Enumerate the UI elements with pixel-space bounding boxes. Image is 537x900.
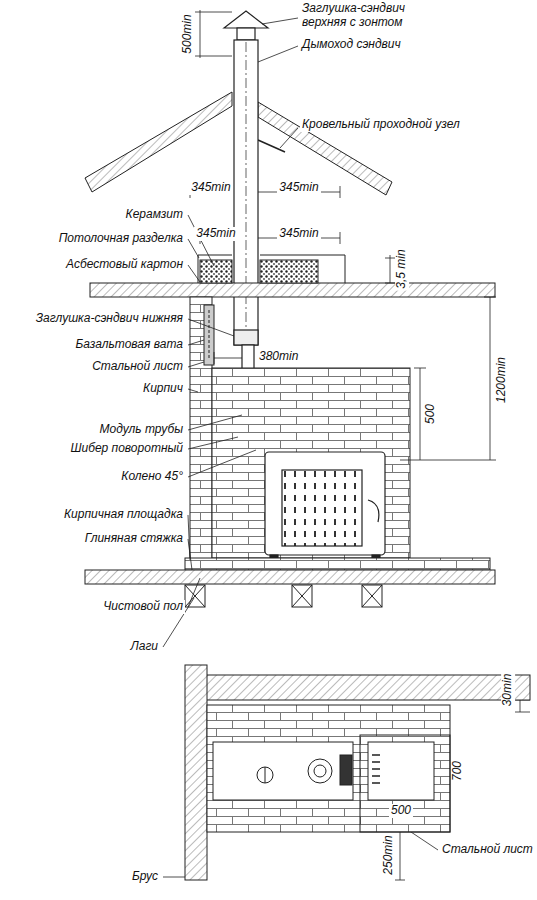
chimney-stroke (237, 28, 255, 40)
plan-view-stroke (314, 765, 326, 777)
leader-lines-stroke (258, 18, 298, 148)
leader-lines-stroke (188, 215, 214, 282)
roof-stroke (85, 92, 232, 192)
floor-stroke (362, 585, 382, 607)
part-label: Базальтовая вата (74, 338, 185, 352)
plan-view-stroke (368, 742, 434, 800)
roof-stroke (258, 140, 285, 152)
dimension-label: 3,5 min (395, 247, 409, 290)
ceiling-stroke (90, 283, 495, 297)
dimension-label: 345min (277, 181, 320, 195)
walls-bricks (190, 297, 410, 569)
plan-view-stroke (190, 675, 530, 700)
dimension-label: 345min (189, 181, 232, 195)
part-label: Заглушка-сэндвич нижняя (34, 312, 185, 326)
floor-stroke (185, 585, 205, 607)
dimension-lines-stroke (214, 352, 242, 364)
chimney-stroke (234, 330, 258, 345)
dimension-label: 700 (451, 759, 465, 783)
stove-stroke (368, 500, 379, 522)
part-label: Чистовой пол (101, 600, 185, 614)
part-label: Глиняная стяжка (83, 532, 185, 546)
part-label: Заглушка-сэндвич верхняя с зонтом (300, 2, 422, 30)
plan-view-stroke (372, 755, 380, 783)
plan-view-stroke (340, 755, 352, 785)
dimension-label: 30min (501, 672, 515, 709)
part-label: Лаги (129, 640, 161, 654)
walls-bricks-stroke (212, 368, 410, 558)
part-label: Кровельный проходной узел (300, 118, 462, 132)
dimension-label: 500min (181, 12, 195, 55)
plan-view-stroke (257, 767, 273, 783)
floor-stroke (185, 585, 205, 607)
stove-stroke (265, 452, 385, 555)
ceiling-stroke (260, 260, 318, 283)
part-label: Керамзит (124, 208, 185, 222)
plan-view-stroke (265, 767, 266, 783)
ceiling-stroke (198, 255, 345, 283)
leader-lines-stroke (188, 319, 234, 367)
part-label: Потолочная разделка (57, 232, 185, 246)
walls-bricks-stroke (204, 305, 214, 365)
floor-stroke (292, 585, 312, 607)
dimension-label: 345min (277, 227, 320, 241)
dimension-label: 380min (257, 350, 300, 364)
chimney-stroke (224, 11, 268, 28)
dimension-label: 500 (389, 804, 413, 818)
stove-stroke (282, 470, 362, 546)
dimension-label: 500 (424, 402, 438, 426)
stove (265, 452, 385, 559)
dimension-lines-stroke (400, 297, 496, 460)
dimension-label: 1200min (495, 355, 509, 405)
walls-bricks-stroke (209, 310, 210, 360)
plan-view-stroke (207, 705, 450, 832)
part-label: Модуль трубы (98, 423, 185, 437)
floor-stroke (362, 585, 382, 607)
part-label: Колено 45° (119, 470, 185, 484)
part-label: Шибер поворотный (68, 442, 185, 456)
dimension-label: 250min (382, 833, 396, 876)
dimension-lines-stroke (195, 10, 232, 58)
part-label: Кирпич (141, 382, 185, 396)
dimension-lines (190, 10, 530, 880)
floor-stroke (85, 570, 495, 584)
part-label: Стальной лист (90, 360, 185, 374)
part-label: Асбестовый картон (64, 258, 185, 272)
part-label: Брус (130, 870, 160, 884)
plan-view-stroke (213, 742, 353, 800)
roof-stroke (258, 102, 392, 195)
floor-stroke (185, 558, 490, 570)
part-label: Стальной лист (440, 843, 535, 857)
leader-lines-stroke (188, 389, 256, 477)
dimension-lines-stroke (395, 832, 405, 880)
plan-view-stroke (308, 759, 332, 783)
floor-stroke (292, 585, 312, 607)
ceiling-stroke (200, 260, 232, 283)
plan-view-stroke (185, 665, 207, 880)
plan-view-stroke (360, 735, 450, 832)
chimney-stroke (234, 40, 258, 345)
ceiling-stroke (385, 255, 395, 283)
walls-bricks-stroke (190, 297, 212, 569)
part-label: Кирпичная площадка (62, 508, 185, 522)
part-label: Дымоход сэндвич (300, 38, 403, 52)
dimension-label: 345min (194, 227, 237, 241)
dimension-lines-stroke (515, 700, 530, 712)
